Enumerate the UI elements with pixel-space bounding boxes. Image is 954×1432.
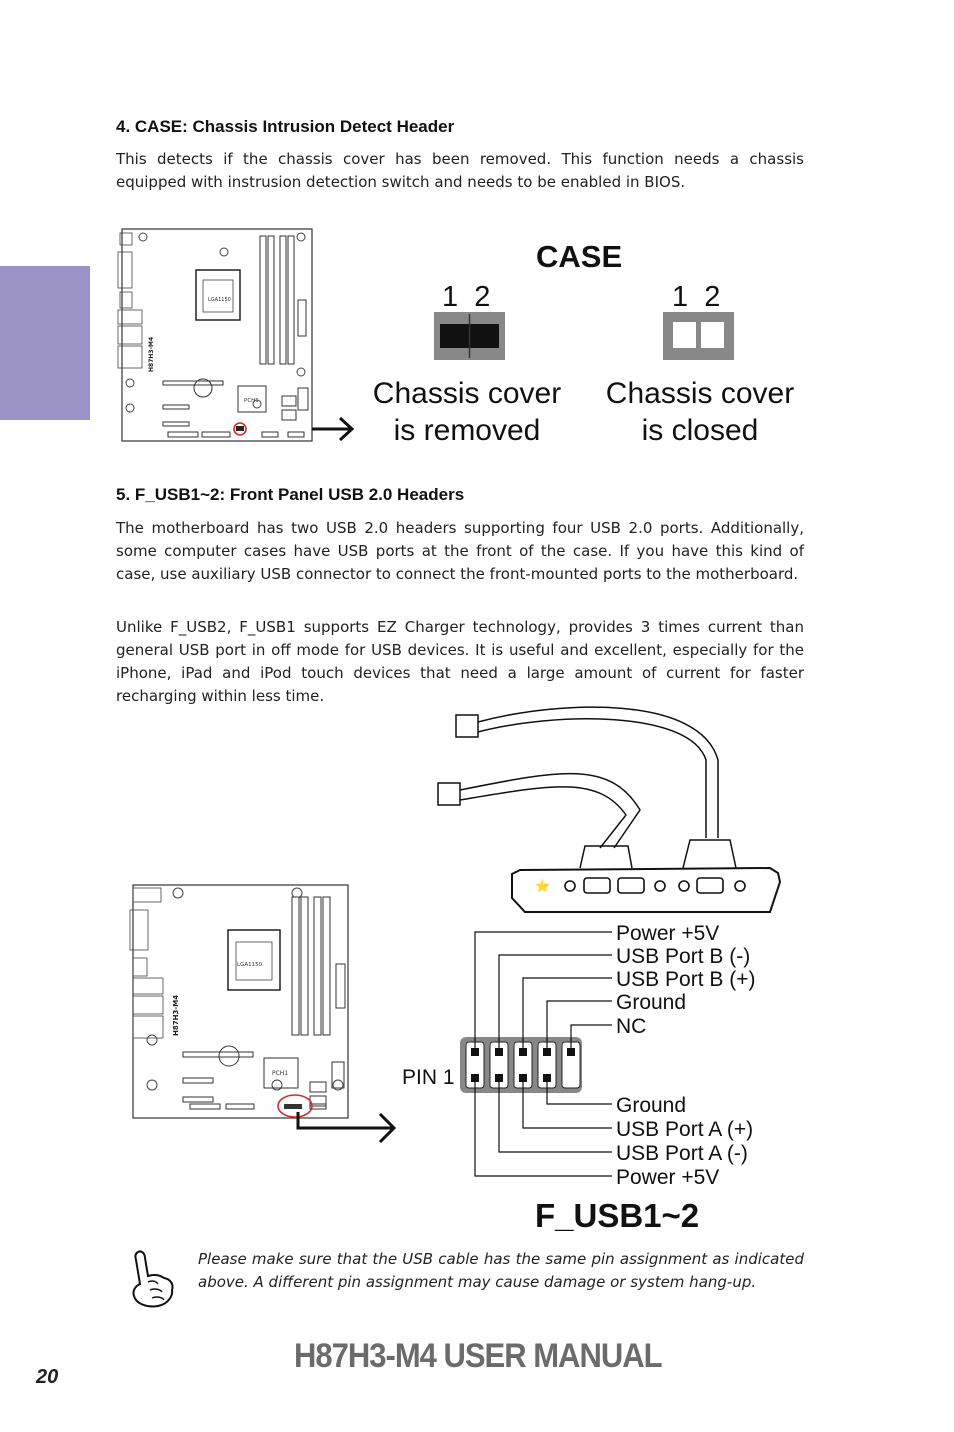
svg-text:PCH1: PCH1 <box>244 398 259 404</box>
pin1-label: PIN 1 <box>402 1066 455 1089</box>
case-left-pin-numbers: 1 2 <box>442 281 490 313</box>
case-pointer-arrow <box>312 416 355 442</box>
removed-caption-line2: is removed <box>394 414 541 447</box>
svg-text:LGA1150: LGA1150 <box>237 962 263 968</box>
fusb-caption: F_USB1~2 <box>535 1197 699 1234</box>
case-header-highlight <box>233 422 247 436</box>
motherboard-diagram-bottom: LGA1150 PCH1 H87H3-M4 <box>129 884 349 1119</box>
fusb-header-highlight <box>277 1094 313 1118</box>
manual-title: H87H3-M4 USER MANUAL <box>294 1335 663 1376</box>
page-number: 20 <box>36 1366 59 1388</box>
motherboard-diagram-top: LGA1150 PCH1 <box>117 228 313 442</box>
fusb-header-pinout <box>460 931 612 1177</box>
usb-bracket-cable: ⭐ <box>437 706 782 913</box>
removed-caption-line1: Chassis cover <box>373 377 561 410</box>
jumper-removed <box>434 312 505 360</box>
svg-text:H87H3-M4: H87H3-M4 <box>148 337 155 372</box>
pin-label-power-5v-bottom: Power +5V <box>616 1166 719 1189</box>
case-right-pin-numbers: 1 2 <box>672 281 720 313</box>
svg-text:LGA1150: LGA1150 <box>208 297 231 303</box>
pin-label-ground-top: Ground <box>616 991 686 1014</box>
fusb-pointer-arrow <box>296 1112 397 1144</box>
pin-label-power-5v-top: Power +5V <box>616 922 719 945</box>
case-description: This detects if the chassis cover has be… <box>116 150 804 191</box>
pin-label-usb-a-plus: USB Port A (+) <box>616 1118 753 1141</box>
closed-caption-line1: Chassis cover <box>606 377 794 410</box>
pin-label-usb-a-minus: USB Port A (-) <box>616 1142 748 1165</box>
svg-text:PCH1: PCH1 <box>272 1070 288 1077</box>
closed-caption-line2: is closed <box>642 414 759 447</box>
case-figure: LGA1150 PCH1 <box>117 228 794 447</box>
fusb-description-2: Unlike F_USB2, F_USB1 supports EZ Charge… <box>116 618 804 705</box>
jumper-closed <box>663 312 734 360</box>
usb-warning-note: Please make sure that the USB cable has … <box>198 1250 804 1291</box>
fusb-figure: ⭐ LGA1150 <box>129 706 782 1234</box>
chapter-side-tab <box>0 266 90 420</box>
fusb-description-1: The motherboard has two USB 2.0 headers … <box>116 519 804 583</box>
pin-label-ground-bottom: Ground <box>616 1094 686 1117</box>
pin-label-usb-b-minus: USB Port B (-) <box>616 945 750 968</box>
pointing-hand-icon <box>132 1250 174 1308</box>
case-section-heading: 4. CASE: Chassis Intrusion Detect Header <box>116 117 455 136</box>
fusb-section-heading: 5. F_USB1~2: Front Panel USB 2.0 Headers <box>116 485 465 504</box>
pin-label-usb-b-plus: USB Port B (+) <box>616 968 755 991</box>
svg-text:⭐: ⭐ <box>535 879 550 893</box>
svg-text:H87H3-M4: H87H3-M4 <box>172 995 180 1036</box>
pin-label-nc: NC <box>616 1015 646 1038</box>
case-title: CASE <box>536 239 622 274</box>
